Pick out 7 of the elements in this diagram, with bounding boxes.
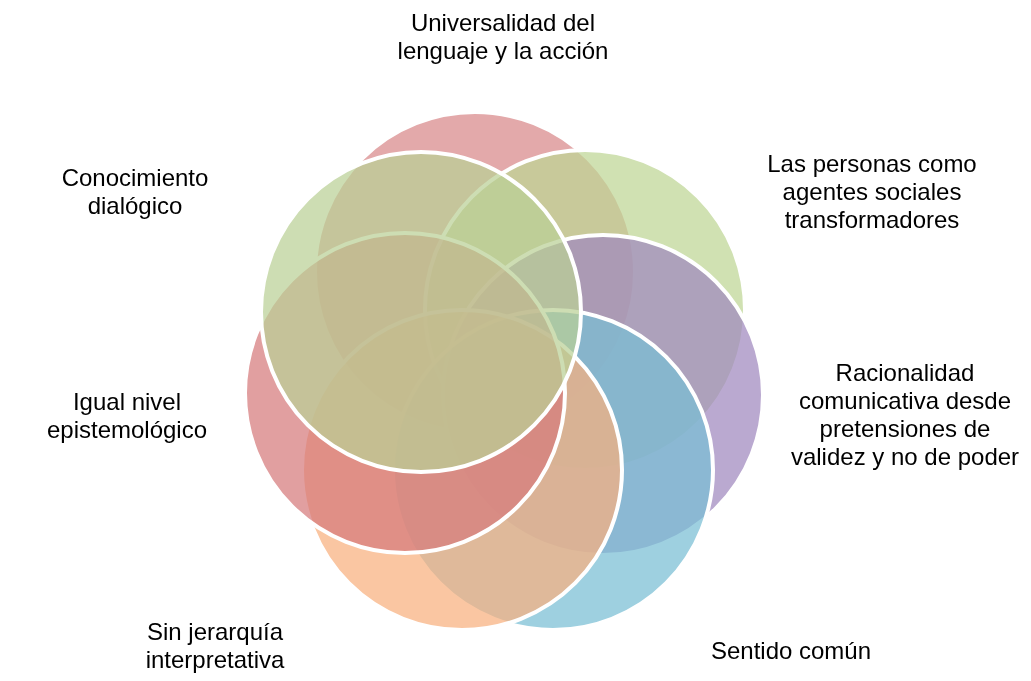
circle-label: Racionalidad comunicativa desde pretensiones de validez y no de poder [787, 359, 1023, 471]
circle-label: Sentido común [671, 637, 911, 665]
circle-label: Las personas como agentes sociales transformadores [737, 150, 1007, 234]
circle-label: Universalidad del lenguaje y la acción [363, 9, 643, 65]
circle-label: Sin jerarquía interpretativa [105, 618, 325, 674]
circle-label: Igual nivel epistemológico [17, 388, 237, 444]
circle-label: Conocimiento dialógico [25, 164, 245, 220]
